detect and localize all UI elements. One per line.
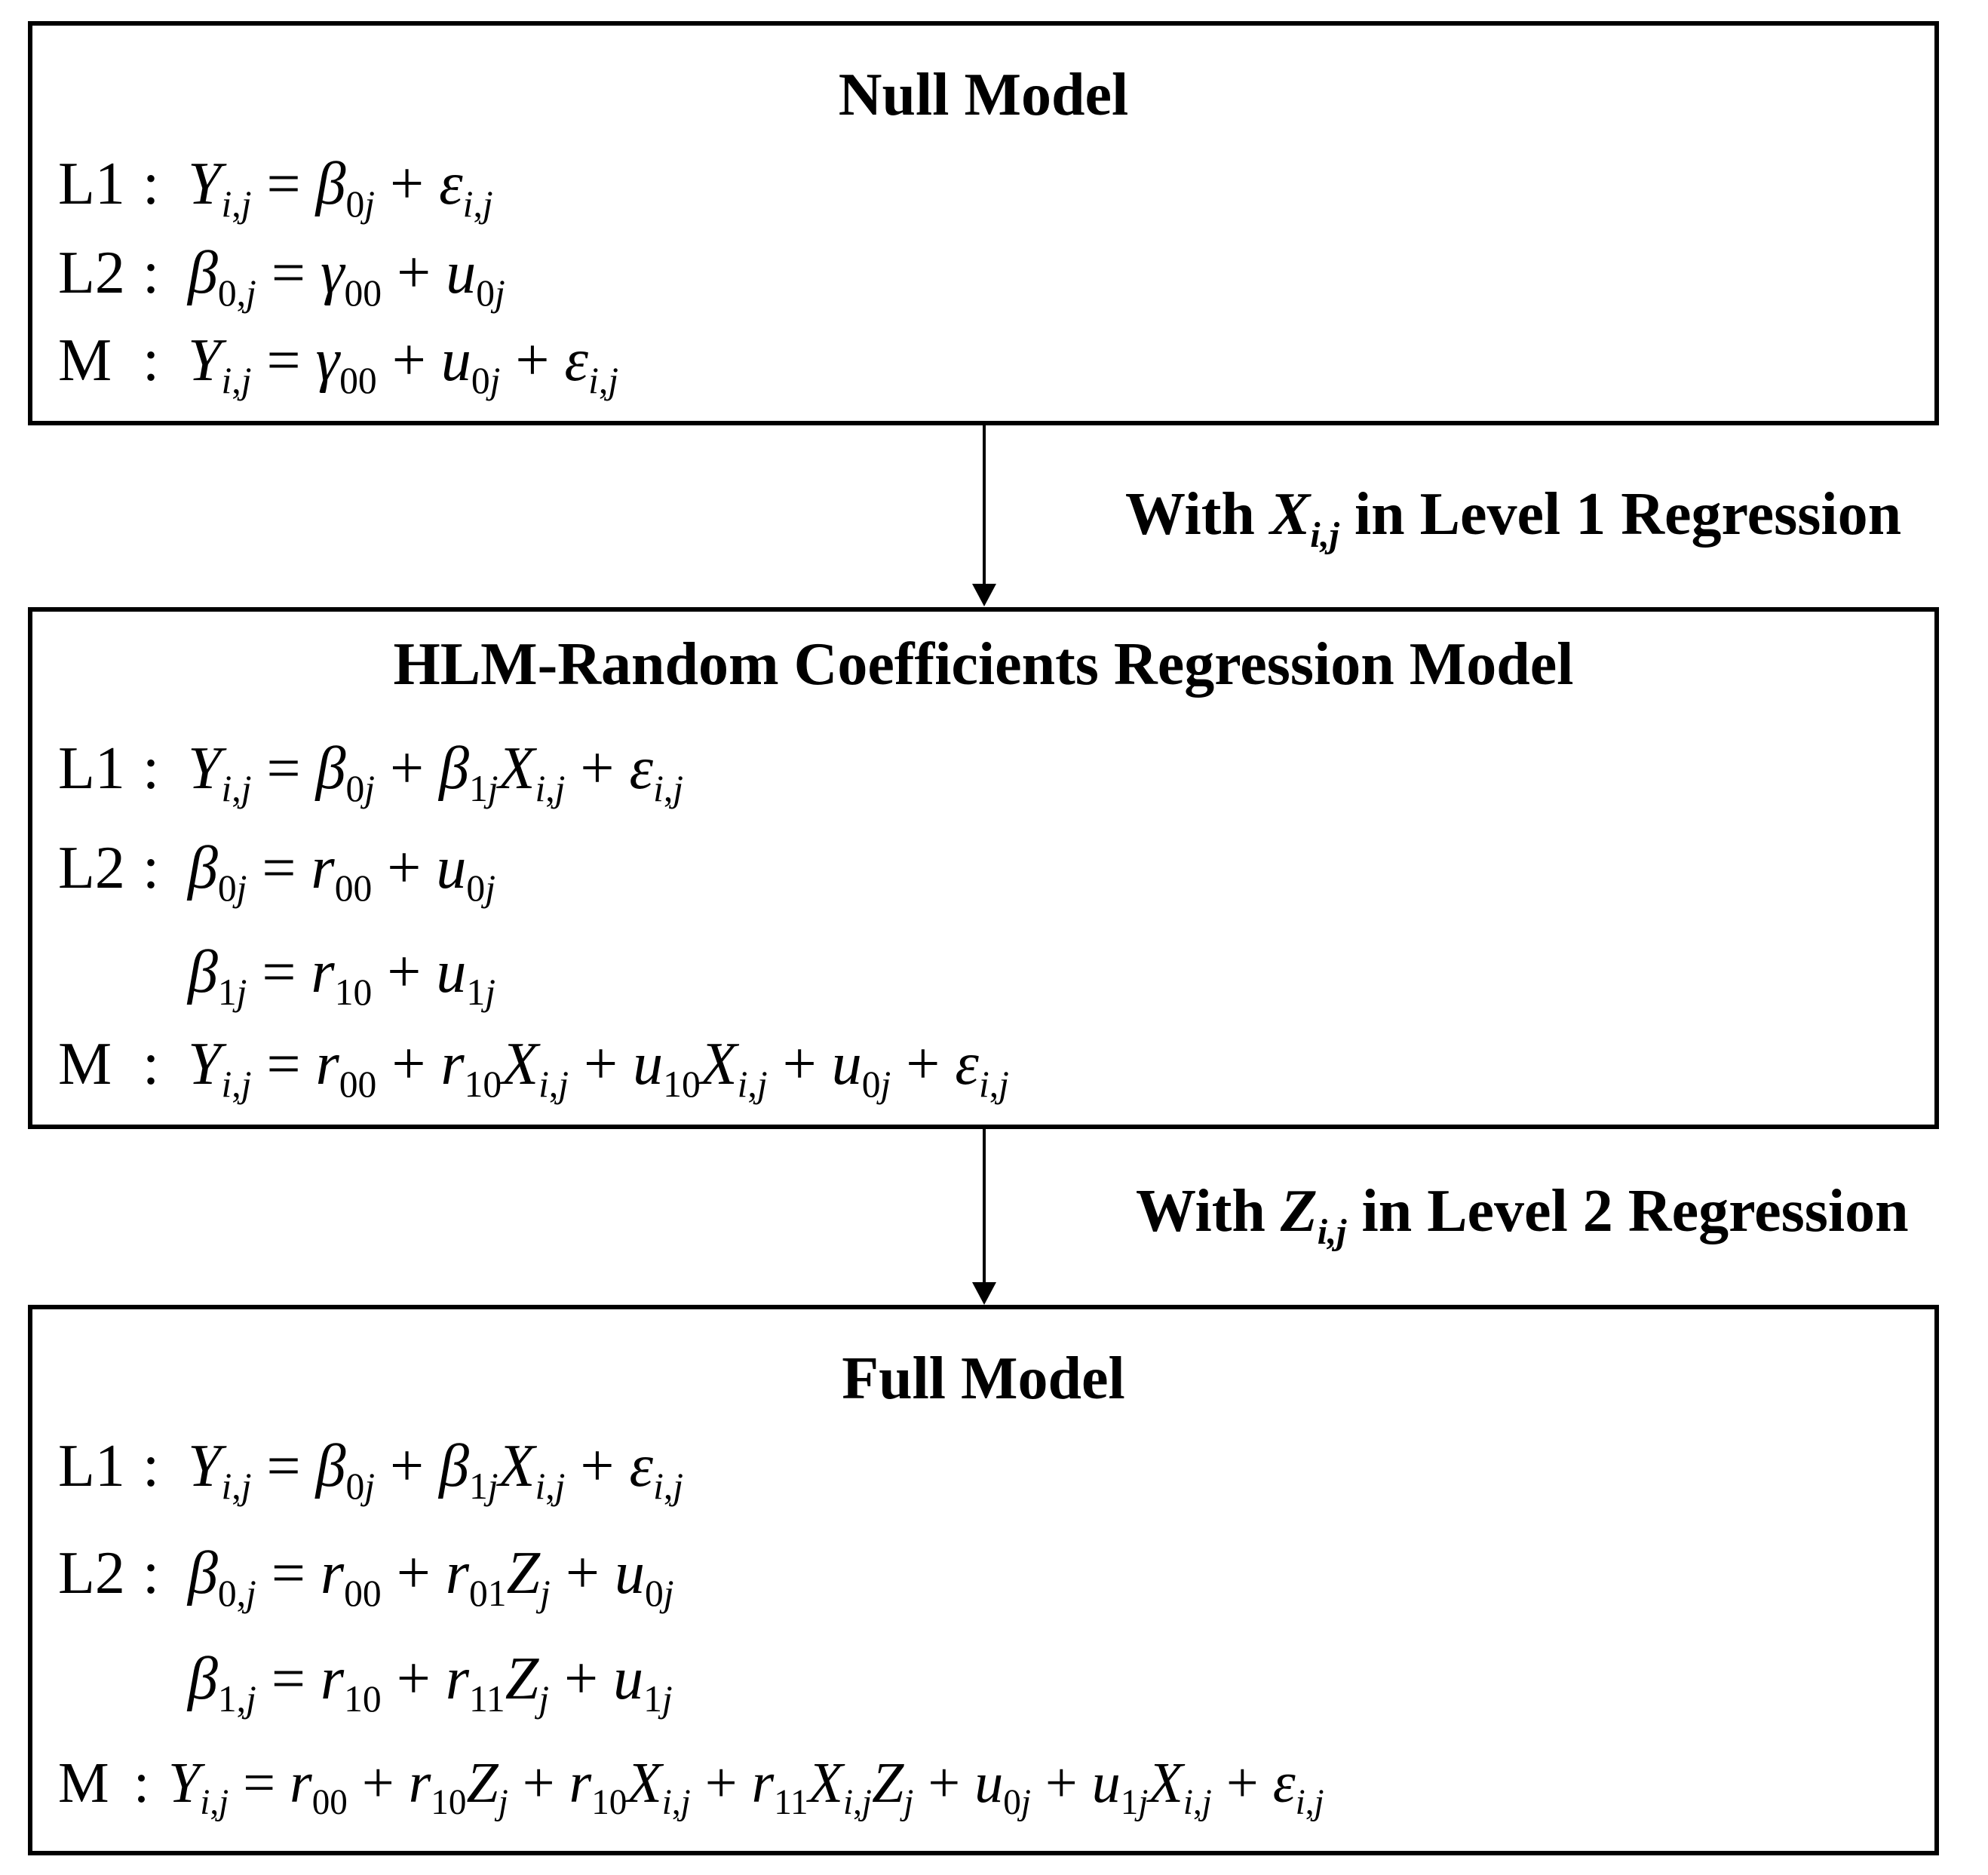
transition-variable: X [1269,481,1311,548]
equation: β0j = r00 + u0j [188,835,495,909]
transition-subscript: i,j [1310,515,1339,555]
rc-model-eq-l2: L2: β0j = r00 + u0j [58,838,495,907]
equation: Yi,j = β0j + β1jXi,j + εi,j [188,735,684,809]
null-model-box: Null Model L1: Yi,j = β0j + εi,j L2: β0,j … [28,21,1939,425]
eq-label: L1 [58,1433,125,1499]
null-model-eq-m: M: Yi,j = γ00 + u0j + εi,j [58,330,618,400]
eq-colon: : [143,1031,160,1097]
arrow-2-shaft [983,1129,986,1282]
full-model-eq-l2: L2: β0,j = r00 + r01Zj + u0j [58,1543,674,1613]
eq-colon: : [143,151,160,217]
transition-1-label: With Xi,j in Level 1 Regression [1125,484,1901,554]
eq-label: L2 [58,240,125,306]
full-model-eq-m: M: Yi,j = r00 + r10Zj + r10Xi,j + r11Xi,j… [58,1754,1324,1821]
eq-label: L1 [58,151,125,217]
eq-colon: : [143,240,160,306]
eq-colon: : [143,735,160,802]
equation: Yi,j = r00 + r10Xi,j + u10Xi,j + u0j + ε… [188,1031,1009,1105]
equation: Yi,j = γ00 + u0j + εi,j [188,327,619,401]
random-coefficients-model-box: HLM-Random Coefficients Regression Model… [28,607,1939,1129]
eq-label: L1 [58,735,125,802]
equation: Yi,j = β0j + β1jXi,j + εi,j [188,1433,684,1507]
equation: Yi,j = r00 + r10Zj + r10Xi,j + r11Xi,jZj… [168,1751,1324,1823]
transition-subscript: i,j [1317,1212,1347,1252]
eq-colon: : [143,835,160,901]
transition-variable: Z [1280,1178,1318,1244]
equation: Yi,j = β0j + εi,j [188,151,493,225]
eq-colon: : [133,1751,150,1815]
transition-2-label: With Zi,j in Level 2 Regression [1136,1181,1909,1251]
eq-colon: : [143,1540,160,1606]
transition-prefix: With [1136,1178,1266,1244]
eq-label: M [58,1031,112,1097]
rc-model-eq-l2b: :β1j = r10 + u1j [58,942,495,1011]
eq-label: M [58,327,112,394]
null-model-eq-l1: L1: Yi,j = β0j + εi,j [58,154,493,223]
eq-label: L2 [58,1540,125,1606]
transition-suffix: in Level 1 Regression [1354,481,1902,548]
null-model-eq-l2: L2: β0,j = γ00 + u0j [58,243,505,312]
equation: β1,j = r10 + r11Zj + u1j [188,1646,673,1720]
null-model-title: Null Model [838,62,1129,128]
arrow-1-head [972,584,996,606]
arrow-1-shaft [983,425,986,584]
eq-label: L2 [58,835,125,901]
eq-colon: : [143,1433,160,1499]
random-coefficients-model-title: HLM-Random Coefficients Regression Model [393,631,1574,698]
transition-suffix: in Level 2 Regression [1361,1178,1909,1244]
full-model-eq-l1: L1: Yi,j = β0j + β1jXi,j + εi,j [58,1436,683,1505]
transition-prefix: With [1125,481,1255,548]
full-model-eq-l2b: :β1,j = r10 + r11Zj + u1j [58,1649,673,1718]
rc-model-eq-m: M: Yi,j = r00 + r10Xi,j + u10Xi,j + u0j +… [58,1034,1009,1103]
equation: β1j = r10 + u1j [188,939,495,1013]
eq-label: M [58,1751,109,1815]
eq-colon: : [143,327,160,394]
full-model-box: Full Model L1: Yi,j = β0j + β1jXi,j + εi,… [28,1305,1939,1855]
full-model-title: Full Model [842,1346,1125,1412]
equation: β0,j = r00 + r01Zj + u0j [188,1540,674,1614]
rc-model-eq-l1: L1: Yi,j = β0j + β1jXi,j + εi,j [58,738,683,808]
equation: β0,j = γ00 + u0j [188,240,505,314]
arrow-2-head [972,1282,996,1305]
